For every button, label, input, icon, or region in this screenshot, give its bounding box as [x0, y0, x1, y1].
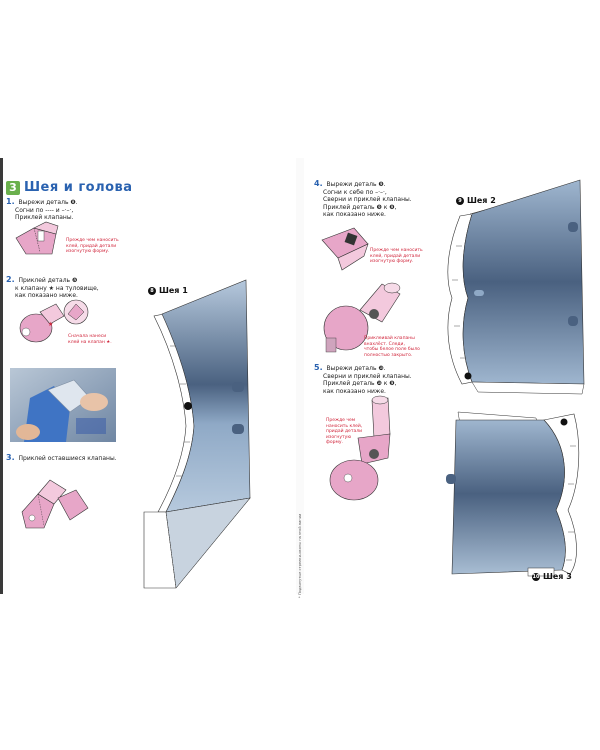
side-note: * Подвинутые стрелки-иконы на этой линии — [298, 513, 302, 598]
piece-9-label: 9 Шея 2 — [456, 196, 496, 205]
note-line: форму. — [326, 440, 343, 446]
booklet-spread: 3 Шея и голова 1. Вырежи деталь ❽. Согни… — [0, 158, 600, 598]
glue-flap-zoom — [63, 299, 89, 325]
left-page: 3 Шея и голова 1. Вырежи деталь ❽. Согни… — [0, 158, 296, 594]
section-title: Шея и голова — [24, 180, 133, 195]
piece-name: Шея 3 — [543, 572, 572, 581]
note-glue-first: Сначала нанеси клей на клапан ★. — [68, 334, 112, 345]
step-line: Сверни и приклей клапаны. — [323, 196, 412, 203]
piece-8-label: 8 Шея 1 — [148, 286, 188, 295]
note-line: наносить клей, — [326, 423, 363, 429]
note-line: изогнутую форму. — [66, 249, 110, 255]
step-2-illustration: ★ — [19, 303, 65, 343]
assembly-photo — [10, 368, 116, 442]
piece-number: 10 — [532, 572, 540, 581]
step-3: 3. Приклей оставшиеся клапаны. — [6, 454, 117, 463]
piece-name: Шея 1 — [159, 286, 188, 295]
step-line: Приклей деталь ❽ — [18, 277, 78, 284]
note-line: внахлёст. Следи, — [364, 341, 405, 347]
note-line: Прежде чем наносить — [370, 248, 423, 253]
step-line: к клапану ★ на туловище, — [15, 284, 99, 292]
note-line: Сначала нанеси — [68, 334, 107, 339]
step-number: 5. — [314, 363, 323, 372]
step-4: 4. Вырежи деталь ❾. Согни к себе по –·–·… — [314, 180, 412, 219]
note-overlap: Приклеивай клапаны внахлёст. Следи, чтоб… — [364, 336, 420, 358]
step-number: 4. — [314, 179, 323, 188]
note-shape: Прежде чем наносить клей, придай детали … — [370, 248, 423, 265]
note-line: клей на клапан ★. — [68, 339, 112, 345]
step-2: 2. Приклей деталь ❽ к клапану ★ на тулов… — [6, 276, 99, 300]
step-5-illustration — [329, 395, 391, 501]
piece-10-label: 10 Шея 3 — [532, 572, 572, 581]
note-line: чтобы белое поле было — [364, 347, 420, 353]
piece-number: 8 — [148, 286, 156, 295]
step-line: Согни к себе по –·–·, — [323, 188, 387, 196]
step-4-attach-illustration — [323, 282, 401, 353]
note-line: клей, придай детали — [66, 243, 117, 249]
step-line: как показано ниже. — [323, 387, 386, 395]
step-1: 1. Вырежи деталь ❽. Согни по ---- и –·–·… — [6, 198, 78, 222]
note-shape: Прежде чем наносить клей, придай детали … — [66, 238, 119, 255]
step-4-illustration — [321, 227, 369, 271]
step-line: Вырежи деталь ❽. — [18, 199, 78, 206]
step-line: как показано ниже. — [323, 211, 386, 218]
step-1-illustration — [15, 221, 59, 255]
step-line: Вырежи деталь ❾. — [326, 181, 386, 188]
step-line: Приклей клапаны. — [15, 214, 74, 221]
piece-name: Шея 2 — [467, 196, 496, 205]
step-line: Приклей деталь ❿ к ❾, — [323, 380, 397, 387]
note-line: Приклеивай клапаны — [364, 336, 415, 341]
note-line: полностью закрыто. — [364, 352, 413, 358]
section-number-badge: 3 — [6, 180, 20, 195]
note-line: придай детали — [326, 429, 363, 435]
note-line: Прежде чем наносить — [66, 238, 119, 243]
note-curve: Прежде чем наносить клей, придай детали … — [326, 418, 362, 446]
step-line: Согни по ---- и –·–·, — [15, 206, 74, 214]
piece-9-cutout — [447, 179, 585, 395]
note-line: изогнутую форму. — [370, 259, 414, 265]
piece-10-cutout — [446, 411, 580, 577]
note-line: изогнутую — [326, 434, 352, 440]
step-line: Вырежи деталь ❿. — [326, 365, 386, 372]
page-edge — [0, 158, 3, 594]
step-number: 2. — [6, 275, 15, 284]
page-gutter — [296, 158, 304, 594]
note-line: Прежде чем — [326, 418, 356, 423]
step-line: Приклей деталь ❾ к ❽, — [323, 203, 397, 211]
step-number: 1. — [6, 197, 15, 206]
svg-text:★: ★ — [48, 321, 53, 328]
step-line: Сверни и приклей клапаны. — [323, 372, 412, 380]
step-line: Приклей оставшиеся клапаны. — [18, 455, 117, 462]
section-heading: 3 Шея и голова — [6, 180, 133, 195]
step-5: 5. Вырежи деталь ❿. Сверни и приклей кла… — [314, 364, 412, 395]
piece-8-cutout — [143, 279, 251, 589]
piece-number: 9 — [456, 196, 464, 205]
note-line: клей, придай детали — [370, 253, 421, 259]
right-page: * Подвинутые стрелки-иконы на этой линии… — [298, 158, 600, 598]
step-line: как показано ниже. — [15, 292, 78, 299]
step-number: 3. — [6, 453, 15, 462]
step-3-illustration — [21, 479, 89, 529]
